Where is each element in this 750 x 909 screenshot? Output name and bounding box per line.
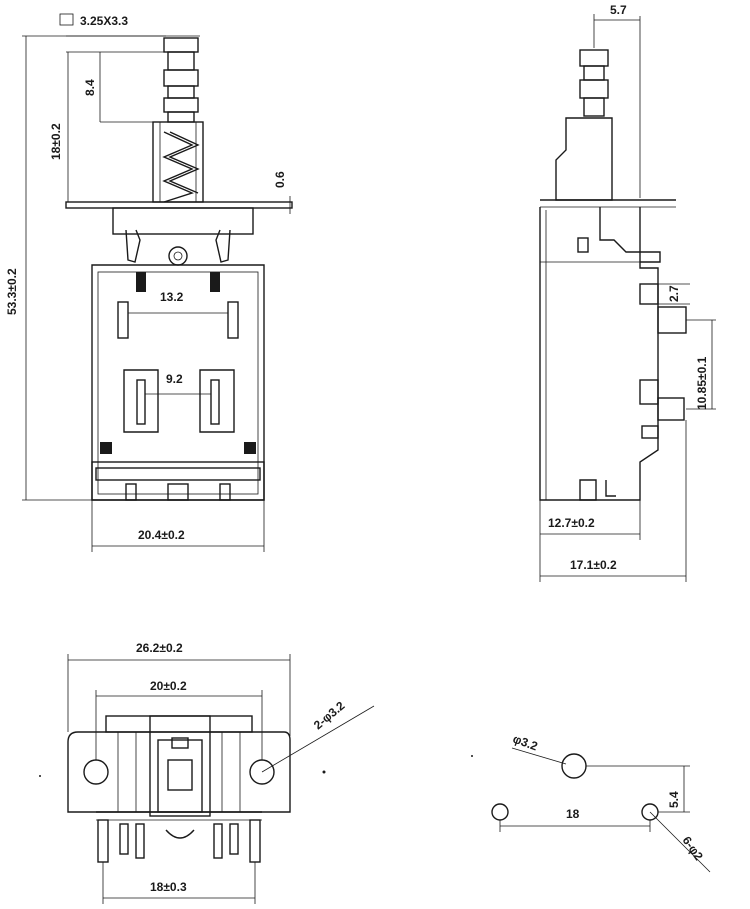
flange-width-label: 26.2±0.2 — [136, 641, 183, 655]
button-size-label: 3.25X3.3 — [80, 14, 128, 28]
front-view: 3.25X3.3 8.4 18±0.2 53.3±0.2 0.6 13.2 9.… — [5, 13, 293, 552]
center-hole-label: φ3.2 — [511, 732, 540, 754]
spacing-label: 18 — [566, 807, 580, 821]
top-height-label: 18±0.2 — [49, 123, 63, 160]
hole-pattern: φ3.2 5.4 18 6-φ2 — [491, 732, 711, 873]
inner-spacing-label: 9.2 — [166, 372, 183, 386]
offset-label: 5.4 — [667, 791, 681, 808]
mount-holes-label: 2-φ3.2 — [311, 698, 348, 732]
pin-span-label: 18±0.3 — [150, 880, 187, 894]
overall-depth-label: 17.1±0.2 — [570, 558, 617, 572]
small-holes-label: 6-φ2 — [680, 834, 707, 864]
pin-pitch-label: 10.85±0.1 — [695, 356, 709, 410]
side-view: 5.7 2.7 10.85±0.1 12.7±0.2 17.1±0.2 — [539, 3, 716, 582]
body-depth-label: 12.7±0.2 — [548, 516, 595, 530]
pin-offset-label: 2.7 — [667, 285, 681, 302]
total-height-label: 53.3±0.2 — [5, 268, 19, 315]
hole-spacing-label: 20±0.2 — [150, 679, 187, 693]
bottom-view: 26.2±0.2 20±0.2 2-φ3.2 18±0.3 — [67, 641, 375, 904]
plunger-width-label: 5.7 — [610, 3, 627, 17]
plunger-height-label: 8.4 — [83, 79, 97, 96]
flange-thickness-label: 0.6 — [273, 171, 287, 188]
body-width-label: 20.4±0.2 — [138, 528, 185, 542]
outer-spacing-label: 13.2 — [160, 290, 184, 304]
